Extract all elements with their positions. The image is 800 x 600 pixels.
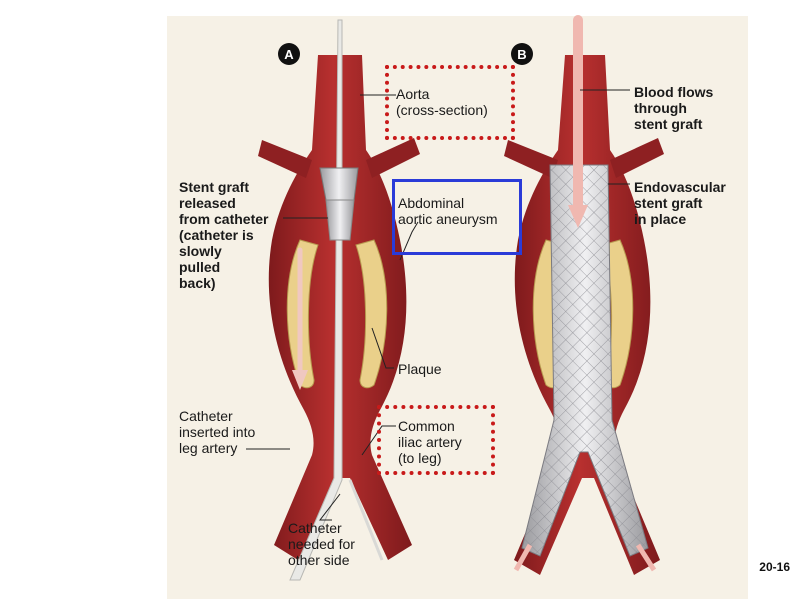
iliac-highlight-box [377, 405, 495, 475]
panel-a-artery [258, 19, 420, 581]
label-catheter-needed: Catheter needed for other side [288, 520, 355, 568]
leader-aneurysm [399, 221, 419, 261]
label-blood-flows: Blood flows through stent graft [634, 84, 714, 132]
panel-a-badge: A [278, 43, 300, 65]
panel-b-badge: B [511, 43, 533, 65]
leader-common-iliac [361, 425, 396, 456]
label-plaque: Plaque [398, 361, 442, 377]
label-stent-released: Stent graft released from catheter (cath… [179, 179, 269, 291]
label-common-iliac: Common iliac artery (to leg) [398, 418, 462, 466]
label-catheter-inserted: Catheter inserted into leg artery [179, 408, 256, 456]
illustration-background [167, 16, 748, 599]
leader-plaque [371, 327, 394, 369]
leader-catheter-needed [318, 493, 341, 521]
aorta-highlight-box [385, 65, 515, 140]
label-aneurysm: Abdominal aortic aneurysm [398, 195, 498, 227]
aneurysm-highlight-box [392, 179, 522, 255]
slide-number: 20-16 [759, 560, 790, 574]
panel-b-artery [504, 15, 664, 575]
leader-lines [246, 89, 630, 521]
label-endovascular: Endovascular stent graft in place [634, 179, 726, 227]
label-aorta: Aorta (cross-section) [396, 86, 488, 118]
